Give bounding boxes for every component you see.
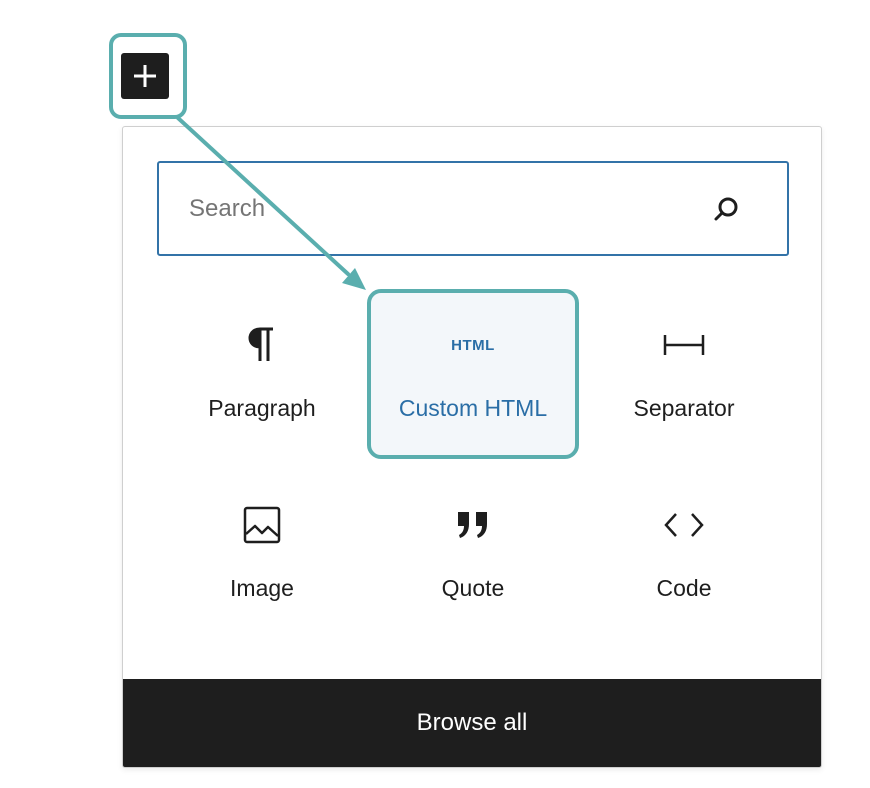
paragraph-icon [248, 319, 276, 371]
search-input[interactable] [159, 163, 709, 254]
block-separator[interactable]: Separator [579, 289, 789, 459]
block-label: Quote [441, 575, 505, 601]
block-label: Image [230, 575, 294, 601]
selected-block-highlight [367, 289, 579, 459]
block-custom-html[interactable]: HTML Custom HTML [367, 289, 579, 459]
block-label: Separator [633, 395, 735, 421]
block-label: Paragraph [208, 395, 316, 421]
code-icon [663, 499, 705, 551]
search-box [157, 161, 789, 256]
browse-all-button[interactable]: Browse all [123, 679, 821, 767]
add-button-highlight [109, 33, 187, 119]
block-inserter-popover: Paragraph HTML Custom HTML Separator Ima… [122, 126, 822, 768]
html-icon-text: HTML [451, 336, 495, 354]
block-quote[interactable]: Quote [367, 469, 579, 639]
search-icon[interactable] [709, 192, 743, 226]
block-image[interactable]: Image [157, 469, 367, 639]
html-icon: HTML [451, 319, 495, 371]
browse-all-label: Browse all [416, 709, 528, 736]
plus-icon [134, 65, 156, 87]
add-block-button[interactable] [121, 53, 169, 99]
separator-icon [662, 319, 706, 371]
image-icon [243, 499, 281, 551]
block-code[interactable]: Code [579, 469, 789, 639]
block-label: Custom HTML [398, 395, 548, 421]
block-paragraph[interactable]: Paragraph [157, 289, 367, 459]
quote-icon [456, 499, 490, 551]
block-label: Code [656, 575, 712, 601]
